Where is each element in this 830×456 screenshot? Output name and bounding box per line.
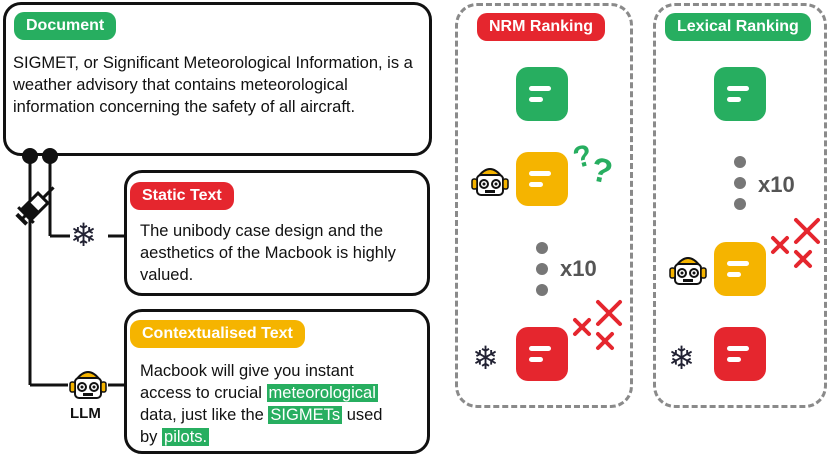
- static-text-body: The unibody case design and the aestheti…: [140, 222, 396, 284]
- lexical-repeat-label: x10: [758, 172, 795, 197]
- nrm-repeat-label: x10: [560, 256, 597, 281]
- nrm-doc-contextualised-amber: [516, 152, 568, 206]
- contextualised-text-label: Contextualised Text: [130, 320, 305, 348]
- ctx-line1: Macbook will give you instant: [140, 362, 354, 380]
- snowflake-icon: ❄: [472, 340, 499, 376]
- red-cross-icon: [771, 218, 820, 268]
- lexical-doc-contextualised-amber: [714, 242, 766, 296]
- nrm-doc-static-red: [516, 327, 568, 381]
- robot-icon: [69, 371, 107, 399]
- snowflake-icon: ❄: [70, 217, 97, 253]
- ctx-line3-pre: data, just like the: [140, 406, 269, 424]
- question-marks-icon: ? ?: [572, 138, 616, 186]
- nrm-doc-top-green: [516, 67, 568, 121]
- static-text-label: Static Text: [130, 182, 234, 210]
- nrm-ranking-panel: [455, 3, 633, 408]
- lexical-ranking-title: Lexical Ranking: [665, 13, 811, 41]
- contextualised-text-body: Macbook will give you instant access to …: [140, 360, 425, 448]
- junction-dots: [22, 148, 58, 164]
- ctx-line2-pre: access to crucial: [140, 384, 267, 402]
- ctx-line3-post: used: [342, 406, 383, 424]
- highlight-pilots: pilots.: [162, 428, 210, 446]
- lexical-ranking-panel: [653, 3, 827, 408]
- document-label: Document: [14, 12, 117, 40]
- nrm-ranking-title: NRM Ranking: [477, 13, 605, 41]
- robot-icon: [669, 257, 707, 285]
- snowflake-icon: ❄: [668, 340, 695, 376]
- highlight-sigmets: SIGMETs: [268, 406, 343, 424]
- lexical-doc-static-red: [714, 327, 766, 381]
- document-text: SIGMET, or Significant Meteorological In…: [13, 54, 413, 116]
- ctx-line4-pre: by: [140, 428, 163, 446]
- robot-icon: [471, 168, 509, 196]
- red-cross-icon: [573, 300, 622, 350]
- lexical-vertical-dots: [734, 156, 746, 219]
- highlight-meteorological: meteorological: [266, 384, 378, 402]
- llm-label: LLM: [70, 405, 101, 422]
- nrm-vertical-dots: [536, 242, 548, 305]
- lexical-doc-top-green: [714, 67, 766, 121]
- syringe-icon: [15, 186, 55, 226]
